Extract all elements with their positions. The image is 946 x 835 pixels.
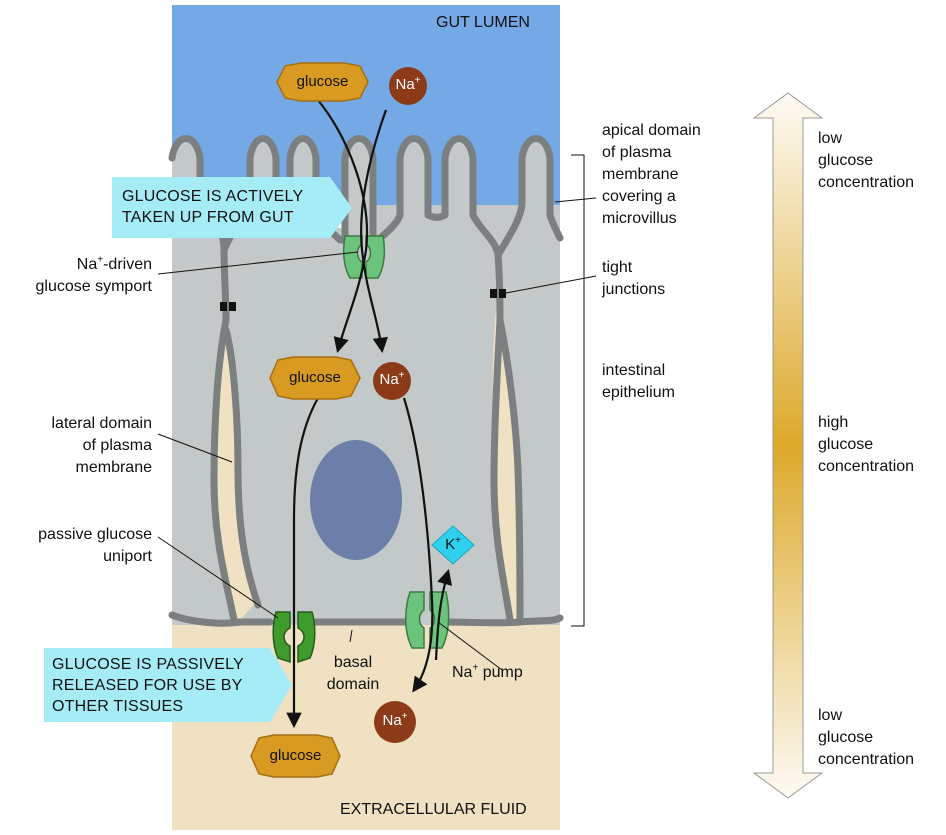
gradient-middle-line-1: high (818, 414, 849, 431)
apical-line-4: covering a (602, 188, 676, 205)
gradient-bottom-line-2: glucose (818, 729, 874, 746)
gradient-middle-line-2: glucose (818, 436, 874, 453)
k-label: K+ (433, 535, 473, 554)
symport-na: Na (76, 256, 98, 273)
na-cell-label: Na+ (373, 370, 411, 389)
na-charge: + (414, 75, 421, 86)
apical-line-1: apical domain (602, 122, 701, 139)
symport-driven: -driven (103, 256, 152, 273)
na-cell (373, 362, 411, 400)
release-callout-shape (44, 648, 292, 722)
na-symbol: Na (395, 76, 415, 93)
na-fluid-label: Na+ (374, 711, 416, 730)
release-line-2: RELEASED FOR USE BY (52, 677, 243, 694)
gradient-middle-line-3: concentration (818, 458, 915, 475)
glucose-lumen (276, 62, 369, 102)
pump-word: pump (478, 664, 523, 681)
intestinal-epithelium-label: intestinal epithelium (602, 360, 675, 404)
na-symbol: Na (382, 712, 402, 729)
na-pump-label: Na+ pump (452, 662, 523, 684)
na-symbol: Na (379, 371, 399, 388)
na-lumen (389, 67, 427, 105)
apical-line-3: membrane (602, 166, 679, 183)
release-line-3: OTHER TISSUES (52, 698, 184, 715)
gradient-top-line-2: glucose (818, 152, 874, 169)
k-ion (431, 525, 475, 565)
gradient-bottom-line-1: low (818, 707, 843, 724)
gut-lumen-label: GUT LUMEN (436, 14, 530, 31)
symport-charge: + (97, 254, 104, 266)
concentration-gradient-arrow (752, 92, 824, 799)
lateral-domain-label: lateral domain of plasma membrane (0, 413, 153, 479)
uptake-callout-shape (112, 177, 352, 238)
nucleus (310, 440, 402, 560)
epithelium-line-2: epithelium (602, 384, 675, 401)
na-fluid (374, 701, 416, 743)
apical-domain-label: apical domain of plasma membrane coverin… (602, 120, 701, 230)
glucose-fluid (250, 734, 341, 778)
k-symbol: K (445, 536, 456, 553)
lateral-line-1: lateral domain (51, 415, 153, 432)
tight-line-2: junctions (602, 281, 666, 298)
gradient-bottom-line-3: concentration (818, 751, 915, 768)
pump-na: Na (452, 664, 473, 681)
lateral-line-2: of plasma (82, 437, 152, 454)
uptake-line-1: GLUCOSE IS ACTIVELY (122, 188, 304, 205)
release-line-1: GLUCOSE IS PASSIVELY (52, 656, 244, 673)
na-charge: + (398, 370, 405, 381)
symport-line-1: Na+-driven (0, 254, 152, 276)
pump-charge: + (472, 662, 479, 674)
uniport-line-1: passive glucose (38, 526, 152, 543)
gradient-bottom-label: low glucose concentration (818, 705, 914, 771)
glucose-lumen-label: glucose (296, 73, 349, 90)
basal-line-2: domain (326, 676, 380, 693)
glucose-cell-label: glucose (289, 369, 341, 386)
symport-label: Na+-driven glucose symport (0, 254, 153, 298)
tight-junctions (220, 289, 506, 311)
transport-arrows (286, 99, 453, 729)
leader-lines (157, 154, 597, 671)
k-charge: + (455, 535, 461, 546)
uniport-label: passive glucose uniport (0, 524, 152, 568)
basal-domain-label: basal domain (318, 652, 388, 696)
tight-junctions-label: tight junctions (602, 257, 665, 301)
lateral-line-3: membrane (75, 459, 152, 476)
epithelial-cell-body (172, 139, 560, 625)
extracellular-fluid-label: EXTRACELLULAR FLUID (340, 801, 527, 818)
gradient-middle-label: high glucose concentration (818, 412, 914, 478)
gradient-top-line-3: concentration (818, 174, 915, 191)
gradient-top-label: low glucose concentration (818, 128, 914, 194)
uniport-line-2: uniport (103, 548, 152, 565)
uptake-line-2: TAKEN UP FROM GUT (122, 209, 294, 226)
tight-line-1: tight (602, 259, 633, 276)
gradient-top-line-1: low (818, 130, 843, 147)
glucose-cell (269, 356, 361, 400)
glucose-fluid-label: glucose (269, 747, 322, 764)
epithelium-line-1: intestinal (602, 362, 666, 379)
symport-line-2: glucose symport (35, 278, 153, 295)
glucose-uniporter (272, 611, 316, 664)
uptake-callout: GLUCOSE IS ACTIVELY TAKEN UP FROM GUT (122, 186, 303, 228)
na-charge: + (401, 711, 408, 722)
na-lumen-label: Na+ (389, 75, 427, 94)
release-callout: GLUCOSE IS PASSIVELY RELEASED FOR USE BY… (52, 654, 244, 717)
apical-line-2: of plasma (602, 144, 672, 161)
na-glucose-symporter (342, 235, 386, 279)
apical-line-5: microvillus (602, 210, 677, 227)
basal-line-1: basal (333, 654, 373, 671)
